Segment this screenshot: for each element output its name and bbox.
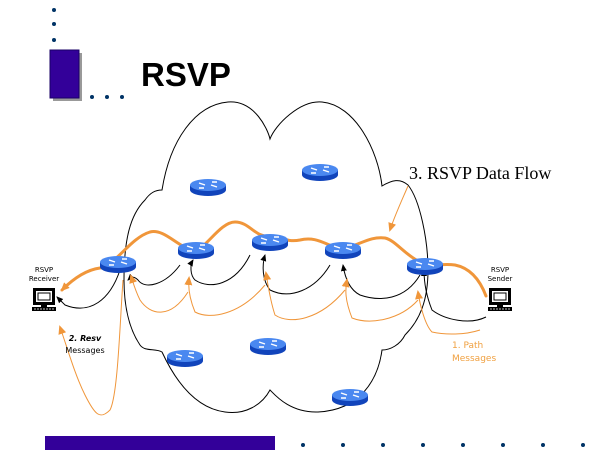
router-icon[interactable]: [166, 349, 204, 368]
receiver-label-line1: RSVP: [34, 266, 54, 274]
path-message-arrows: [58, 185, 481, 416]
receiver-label: RSVP Receiver: [24, 266, 64, 284]
hop-arrow: [127, 264, 181, 286]
hop-arrow: [421, 269, 487, 322]
footer-dots: [301, 443, 585, 447]
path-arrow: [341, 278, 419, 322]
router-icon[interactable]: [324, 241, 362, 260]
hop-arrow: [260, 254, 331, 295]
hop-arrow: [56, 269, 121, 309]
path-arrow: [415, 290, 481, 335]
router-icon[interactable]: [249, 337, 287, 356]
data-flow-pointer: [388, 185, 409, 232]
path-arrow: [129, 274, 189, 313]
receiver-label-line2: Receiver: [28, 275, 60, 283]
accent-block: [49, 49, 80, 99]
slide-title: RSVP: [141, 56, 231, 93]
sender-label-line1: RSVP: [490, 266, 510, 274]
resv-messages-label: 2. Resv Messages: [60, 333, 110, 357]
bullet-dot: [52, 22, 56, 26]
receiver-computer-icon[interactable]: [31, 287, 57, 312]
bullet-dot: [90, 95, 94, 99]
bullet-dot: [105, 95, 109, 99]
hop-arrow: [187, 254, 251, 286]
bullet-dot: [52, 38, 56, 42]
bullet-dot: [52, 8, 56, 12]
router-icon[interactable]: [251, 233, 289, 252]
path-arrow: [263, 271, 346, 321]
sender-computer-icon[interactable]: [487, 287, 513, 312]
slide-decoration: [45, 8, 585, 450]
sender-label-line2: Sender: [487, 275, 513, 283]
resv-label-line2: Messages: [65, 346, 105, 355]
path-messages-label: 1. Path Messages: [452, 340, 496, 366]
path-arrow: [184, 276, 266, 316]
router-icon[interactable]: [301, 163, 339, 182]
footer-bar: [45, 436, 275, 450]
path-label-line1: 1. Path: [452, 341, 484, 351]
resv-arrow: [58, 279, 124, 416]
hop-arrow: [340, 264, 421, 299]
router-icon[interactable]: [177, 241, 215, 260]
router-icon[interactable]: [331, 388, 369, 407]
router-icon[interactable]: [406, 257, 444, 276]
hop-arrows: [56, 254, 487, 322]
sender-label: RSVP Sender: [480, 266, 520, 284]
router-icon[interactable]: [99, 255, 137, 274]
bullet-dot: [120, 95, 124, 99]
router-icon[interactable]: [189, 178, 227, 197]
data-flow-label: 3. RSVP Data Flow: [409, 163, 552, 183]
path-label-line2: Messages: [452, 354, 497, 364]
resv-label-line1: 2. Resv: [68, 334, 102, 343]
network-cloud: [123, 101, 429, 414]
